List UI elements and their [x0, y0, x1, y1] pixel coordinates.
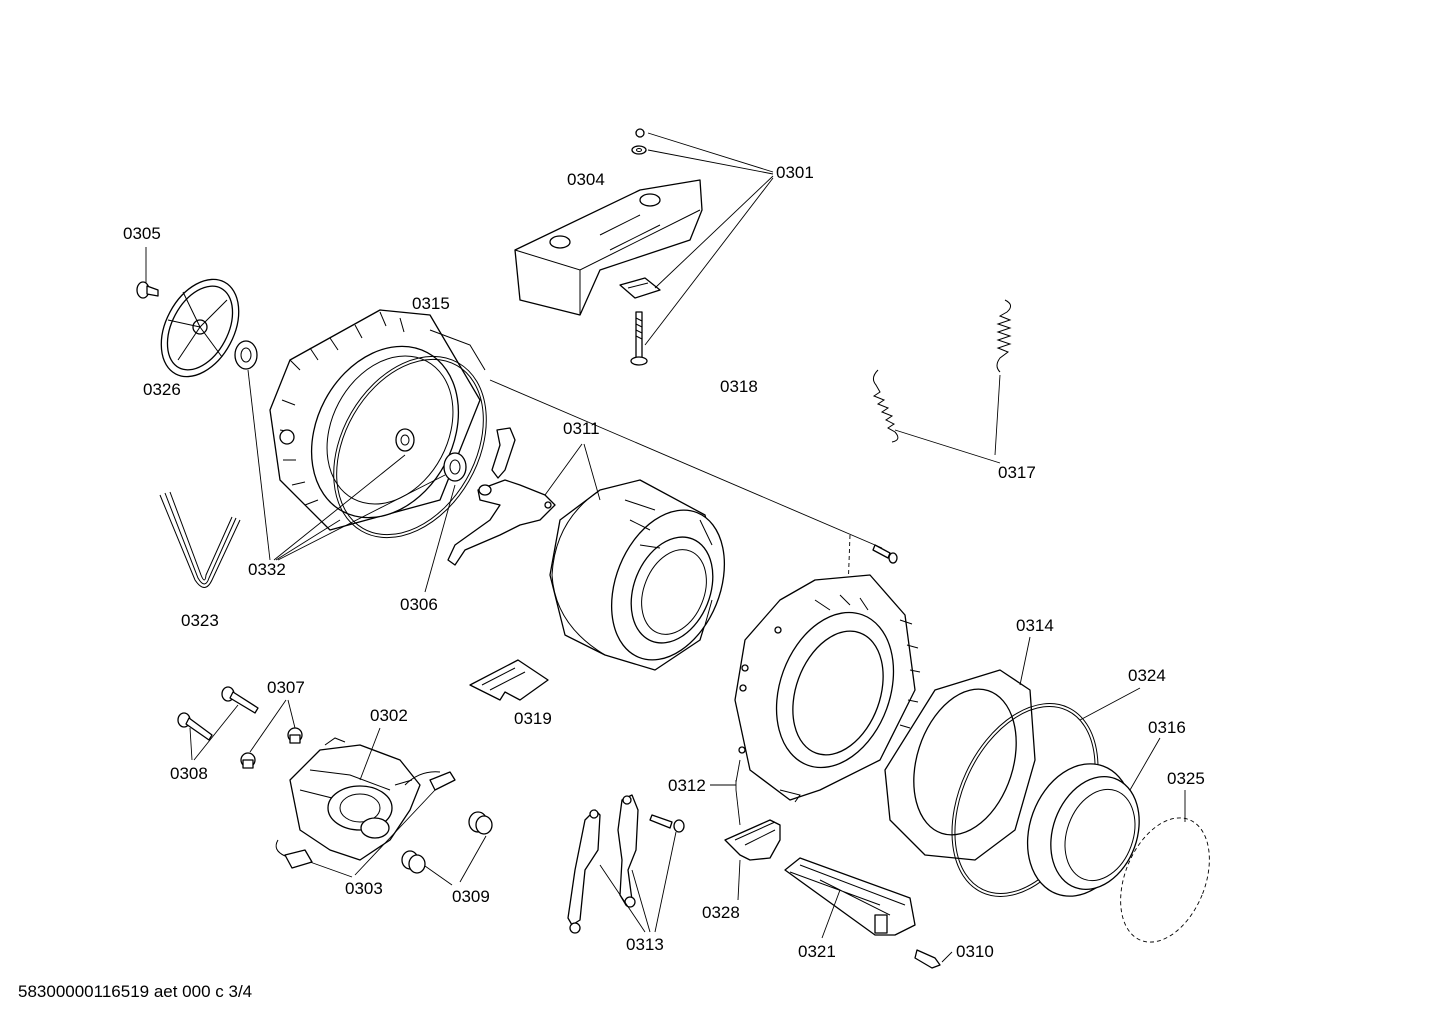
part-0301-clip [619, 277, 661, 299]
label-0308: 0308 [170, 764, 208, 783]
label-0317: 0317 [998, 463, 1036, 482]
label-0307: 0307 [267, 678, 305, 697]
leader-lines-0332 [247, 369, 446, 561]
leader-lines-0317 [894, 374, 1001, 464]
leader-line-0306 [424, 484, 456, 593]
part-0307-bolt-top [287, 727, 303, 744]
label-0305: 0305 [123, 224, 161, 243]
document-reference-footer: 58300000116519 aet 000 c 3/4 [18, 982, 252, 1001]
label-0321: 0321 [798, 942, 836, 961]
label-0312: 0312 [668, 776, 706, 795]
label-0303: 0303 [345, 879, 383, 898]
part-0326-pulley [160, 278, 240, 378]
leader-lines-0309 [424, 835, 487, 886]
label-0316: 0316 [1148, 718, 1186, 737]
part-0317-spring-right [996, 299, 1012, 373]
label-0301: 0301 [776, 163, 814, 182]
part-0312-front-tub [734, 574, 921, 803]
part-0308-screw-bottom [177, 712, 213, 741]
part-0316-door-seal [1026, 737, 1161, 897]
part-0308-screw-top [221, 686, 259, 714]
label-0323: 0323 [181, 611, 219, 630]
part-0303-brush-bottom [275, 839, 313, 869]
part-0313-bolt [649, 814, 685, 833]
part-0301-nut [631, 128, 647, 155]
part-0321-heater [784, 857, 916, 939]
part-0313-damper-left [567, 809, 601, 934]
part-0305-screw [136, 247, 159, 299]
part-0332-bushing [234, 340, 258, 370]
part-0314-front-panel-ring [884, 636, 1036, 861]
label-0332: 0332 [248, 560, 286, 579]
part-0309-bushing-top [468, 811, 493, 835]
part-0306-seal-ring [333, 355, 487, 539]
label-0310: 0310 [956, 942, 994, 961]
label-0324: 0324 [1128, 666, 1166, 685]
part-0303-brush-top [404, 771, 456, 791]
part-0307-bolt-bottom [240, 752, 256, 769]
leader-lines-0307 [249, 699, 296, 753]
label-0326: 0326 [143, 380, 181, 399]
label-0319: 0319 [514, 709, 552, 728]
part-0309-bushing-bottom [401, 850, 426, 874]
label-0304: 0304 [567, 170, 605, 189]
part-0315-rear-tub [269, 309, 486, 531]
part-0313-damper-right [617, 794, 639, 908]
part-0317-spring-left [872, 369, 899, 443]
label-0314: 0314 [1016, 616, 1054, 635]
label-0315: 0315 [412, 294, 450, 313]
part-0304-bracket [514, 179, 703, 316]
label-0328: 0328 [702, 903, 740, 922]
part-0325-clamp-ring [1120, 790, 1210, 943]
label-0306: 0306 [400, 595, 438, 614]
part-0311-spider-arm [447, 427, 556, 566]
leader-lines-0303 [309, 789, 436, 878]
label-0302: 0302 [370, 706, 408, 725]
leader-lines-0313 [599, 831, 677, 933]
part-0310-sensor [914, 949, 953, 969]
label-0311: 0311 [563, 419, 600, 438]
part-0319-plate [469, 659, 549, 701]
label-0325: 0325 [1167, 769, 1205, 788]
leader-lines-0308 [189, 704, 239, 761]
part-0301-bolt [630, 311, 648, 366]
label-0318: 0318 [720, 377, 758, 396]
part-0311-drum [549, 479, 726, 671]
label-0313: 0313 [626, 935, 664, 954]
part-0302-motor [289, 727, 421, 861]
label-0309: 0309 [452, 887, 490, 906]
part-0328-clamp [724, 819, 781, 901]
leader-lines-0311 [544, 443, 601, 501]
leader-lines-0301 [644, 132, 774, 346]
part-0323-belt [159, 491, 241, 588]
leader-lines-0312 [710, 759, 741, 826]
